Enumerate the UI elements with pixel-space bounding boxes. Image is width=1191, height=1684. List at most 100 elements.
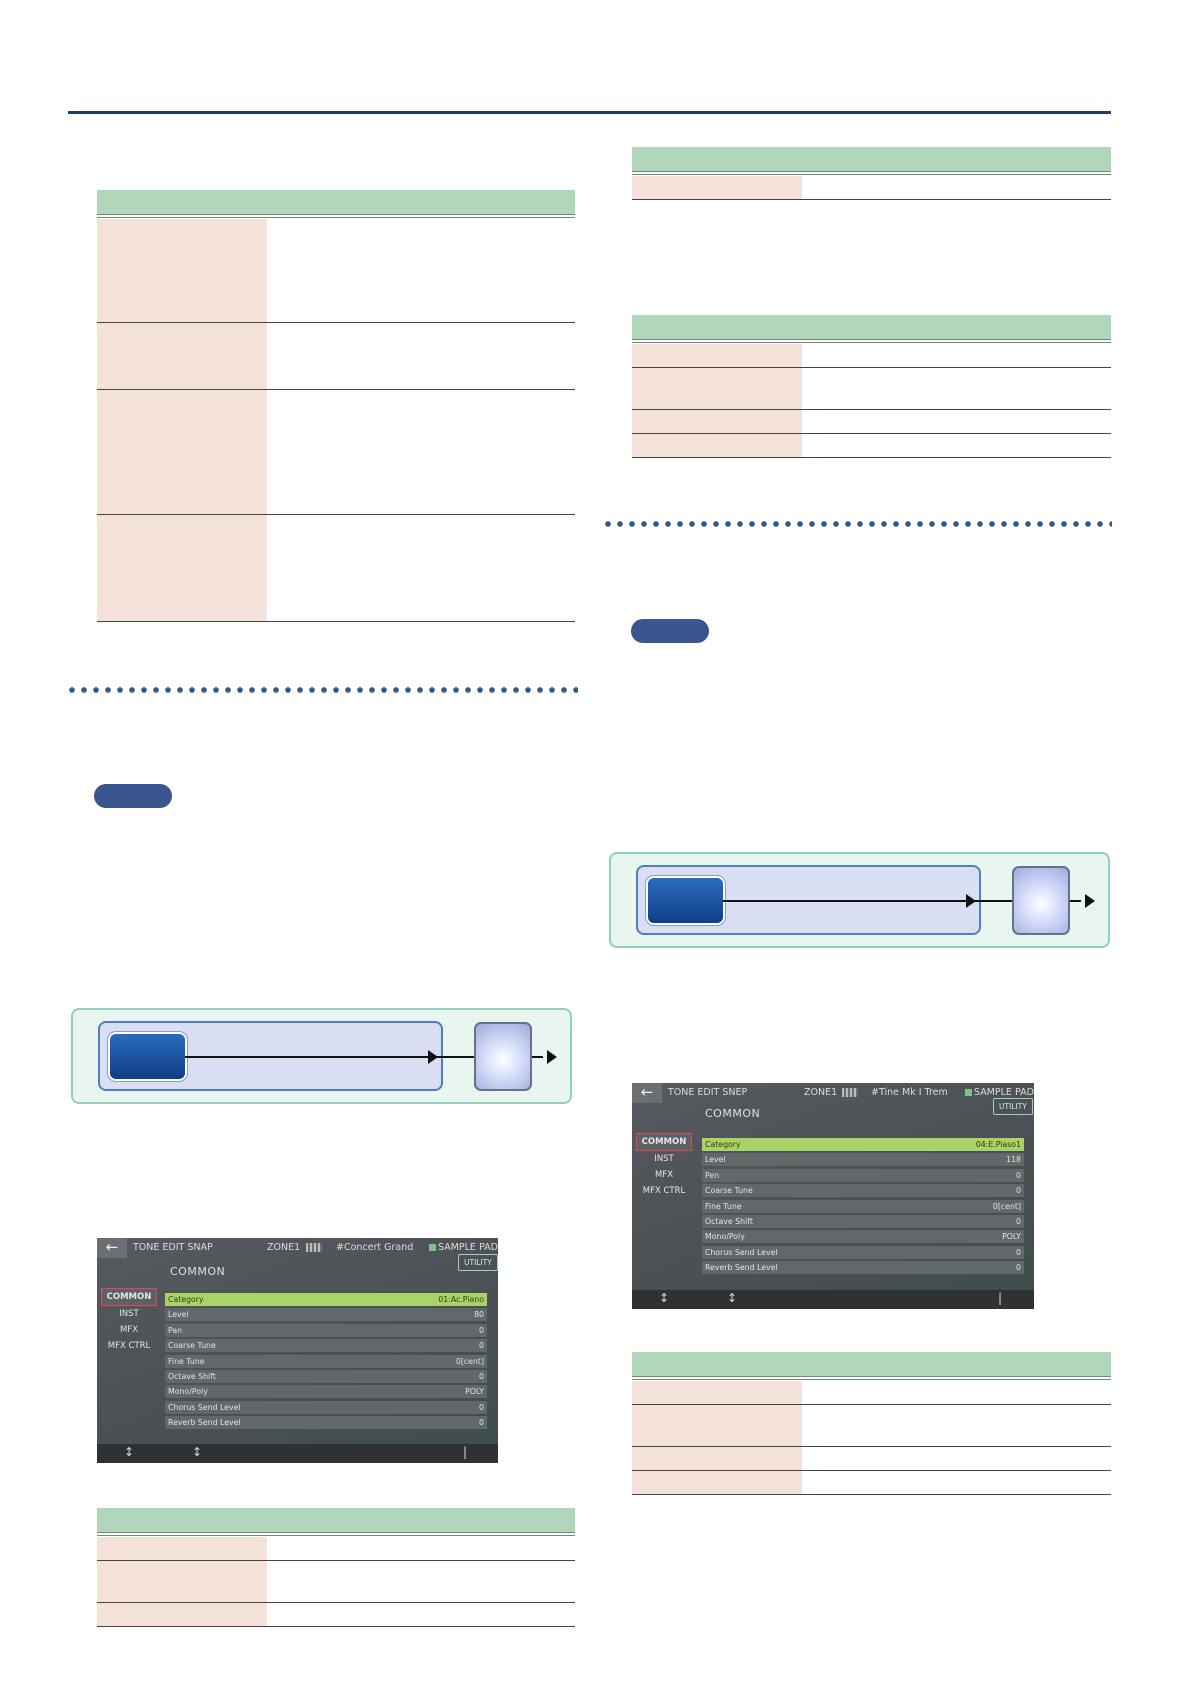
diagram-signal-line bbox=[723, 900, 1081, 902]
table-row bbox=[632, 1405, 1111, 1447]
param-name bbox=[632, 344, 802, 367]
param-name bbox=[97, 515, 267, 621]
nav-item-mfx[interactable]: MFX bbox=[119, 1325, 139, 1335]
screen-title: TONE EDIT SNAP bbox=[133, 1242, 213, 1253]
top-rule bbox=[68, 111, 1111, 114]
nav-item-common[interactable]: COMMON bbox=[636, 1133, 692, 1151]
param-value: 0[cent] bbox=[992, 1201, 1021, 1211]
utility-button[interactable]: UTILITY bbox=[993, 1098, 1033, 1115]
footer-divider: | bbox=[998, 1291, 1003, 1305]
footer-divider: | bbox=[463, 1445, 468, 1459]
arrow-right-icon bbox=[1085, 894, 1095, 908]
param-name bbox=[97, 323, 267, 389]
table-header bbox=[632, 147, 1111, 175]
param-desc bbox=[802, 176, 1111, 199]
list-item[interactable]: Reverb Send Level 0 bbox=[165, 1416, 487, 1430]
param-value: 0 bbox=[479, 1371, 484, 1381]
nav-item-inst[interactable]: INST bbox=[654, 1154, 674, 1164]
param-value: 0 bbox=[479, 1402, 484, 1412]
param-label: Fine Tune bbox=[705, 1201, 742, 1211]
param-desc bbox=[802, 344, 1111, 367]
param-table-right-mid bbox=[632, 315, 1111, 458]
updown-arrow-icon[interactable]: ↕ bbox=[124, 1445, 135, 1459]
sample-pad-label: SAMPLE PAD bbox=[974, 1087, 1034, 1098]
param-name bbox=[632, 176, 802, 199]
nav-item-inst[interactable]: INST bbox=[119, 1309, 139, 1319]
table-row bbox=[632, 434, 1111, 458]
param-desc bbox=[267, 219, 575, 322]
table-header bbox=[632, 1352, 1111, 1380]
screen-nav: COMMON INST MFX MFX CTRL bbox=[101, 1288, 157, 1354]
param-desc bbox=[802, 1381, 1111, 1404]
back-arrow-icon[interactable]: ← bbox=[97, 1238, 127, 1258]
list-item[interactable]: Fine Tune 0[cent] bbox=[702, 1199, 1024, 1213]
param-desc bbox=[267, 515, 575, 621]
nav-item-mfx-ctrl[interactable]: MFX CTRL bbox=[642, 1186, 686, 1196]
param-table-left-bottom bbox=[97, 1508, 575, 1627]
screen-nav: COMMON INST MFX MFX CTRL bbox=[636, 1133, 692, 1199]
table-row bbox=[97, 1561, 575, 1603]
table-row bbox=[632, 1447, 1111, 1471]
list-item[interactable]: Coarse Tune 0 bbox=[702, 1184, 1024, 1198]
sample-pad-label: SAMPLE PAD bbox=[438, 1242, 498, 1253]
param-desc bbox=[802, 368, 1111, 409]
param-label: Reverb Send Level bbox=[168, 1418, 241, 1428]
table-row bbox=[97, 515, 575, 622]
structure-diagram bbox=[609, 852, 1110, 948]
param-value: 0 bbox=[479, 1418, 484, 1428]
table-header bbox=[97, 190, 575, 218]
table-row bbox=[97, 219, 575, 323]
param-label: Level bbox=[168, 1310, 189, 1320]
param-desc bbox=[802, 434, 1111, 457]
param-label: Category bbox=[168, 1295, 204, 1304]
param-label: Level bbox=[705, 1155, 726, 1165]
table-row bbox=[632, 1381, 1111, 1405]
param-desc bbox=[802, 1405, 1111, 1446]
nav-item-common[interactable]: COMMON bbox=[101, 1288, 157, 1306]
param-value: 0 bbox=[1016, 1186, 1021, 1196]
param-value: 0 bbox=[1016, 1263, 1021, 1273]
param-name bbox=[97, 219, 267, 322]
updown-arrow-icon[interactable]: ↕ bbox=[727, 1291, 738, 1305]
param-label: Coarse Tune bbox=[705, 1186, 753, 1196]
param-table-right-top bbox=[632, 147, 1111, 200]
updown-arrow-icon[interactable]: ↕ bbox=[659, 1291, 670, 1305]
param-table-right-bottom bbox=[632, 1352, 1111, 1495]
device-screen-right: ← TONE EDIT SNEP ZONE1 #Tine Mk I Trem S… bbox=[632, 1083, 1034, 1309]
param-name bbox=[632, 1471, 802, 1494]
nav-item-mfx-ctrl[interactable]: MFX CTRL bbox=[107, 1341, 151, 1351]
back-arrow-icon[interactable]: ← bbox=[632, 1083, 662, 1103]
zone-thumbnail-icon bbox=[306, 1243, 322, 1252]
param-name bbox=[632, 368, 802, 409]
screen-footer: ↕ ↕ | bbox=[97, 1444, 498, 1463]
param-name bbox=[97, 1561, 267, 1602]
nav-item-mfx[interactable]: MFX bbox=[654, 1170, 674, 1180]
param-name bbox=[97, 1603, 267, 1626]
table-row bbox=[632, 368, 1111, 410]
arrow-right-icon bbox=[428, 1050, 438, 1064]
zone-label: ZONE1 bbox=[804, 1087, 838, 1098]
section-pill bbox=[94, 784, 172, 808]
structure-diagram bbox=[71, 1008, 572, 1104]
sample-pad-square-icon bbox=[429, 1244, 436, 1251]
param-table-left-top bbox=[97, 190, 575, 622]
param-name bbox=[632, 410, 802, 433]
param-label: Chorus Send Level bbox=[705, 1247, 778, 1257]
utility-button[interactable]: UTILITY bbox=[458, 1254, 498, 1271]
updown-arrow-icon[interactable]: ↕ bbox=[192, 1445, 203, 1459]
